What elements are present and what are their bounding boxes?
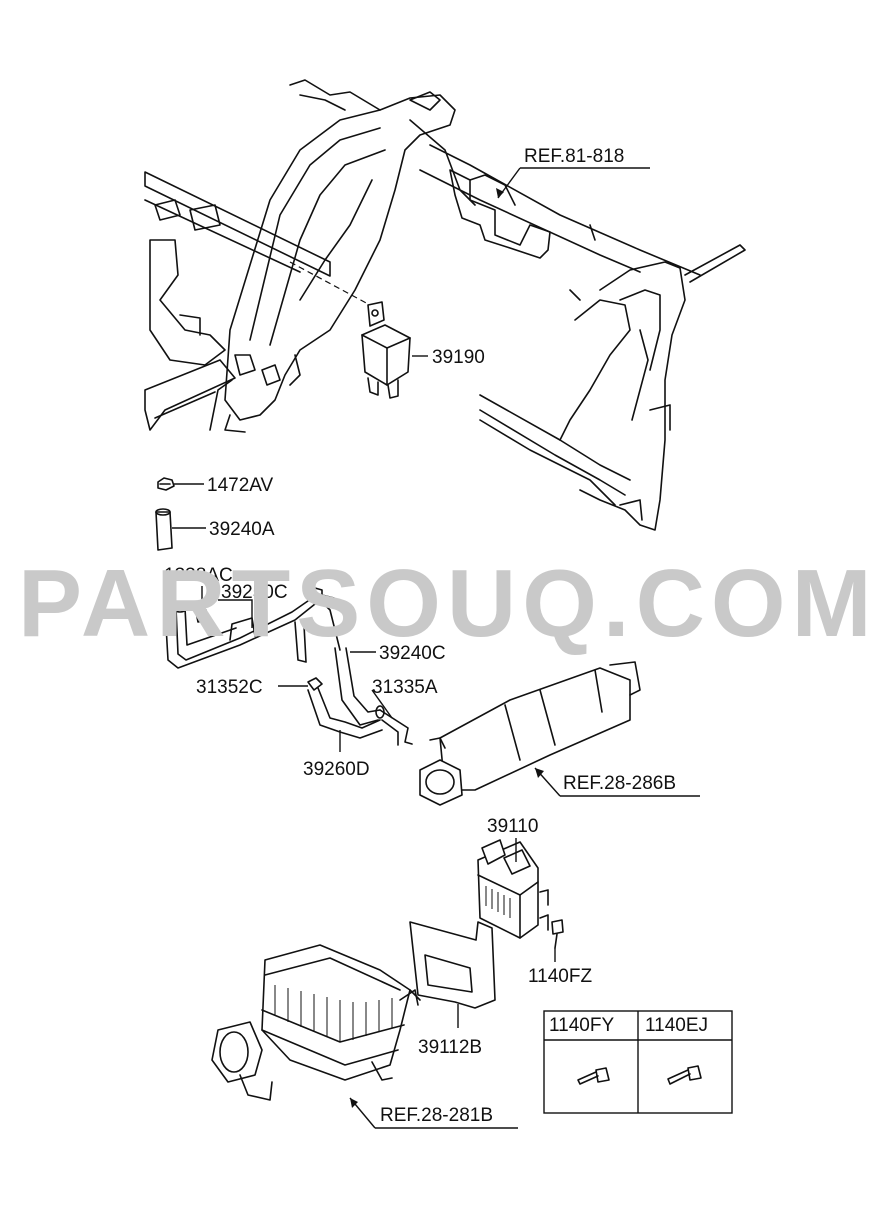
tube-39240A (155, 508, 173, 551)
label-31335A[interactable]: 31335A (372, 677, 438, 698)
bolt-table: 1140FY 1140EJ (543, 1010, 733, 1114)
clip-1472AV (157, 477, 175, 491)
bolt-1140FZ (551, 919, 564, 949)
catalytic-converter (419, 661, 641, 806)
labels: REF.81-818 39190 1472AV 39240A 1338AC 39… (164, 146, 676, 1126)
label-39110[interactable]: 39110 (487, 816, 538, 837)
air-cleaner (211, 944, 419, 1101)
front-frame-assembly (144, 79, 746, 531)
ecu-39110 (477, 839, 549, 939)
label-39250C[interactable]: 39250C (221, 582, 288, 603)
label-ref-81-818[interactable]: REF.81-818 (524, 146, 624, 167)
watermark: PARTSOUQ.COM (18, 550, 878, 657)
label-1140FZ[interactable]: 1140FZ (528, 966, 592, 987)
table-header-1140EJ[interactable]: 1140EJ (645, 1015, 708, 1036)
label-39240C[interactable]: 39240C (379, 643, 446, 664)
label-1472AV[interactable]: 1472AV (207, 475, 274, 496)
label-ref-28-286B[interactable]: REF.28-286B (563, 773, 676, 794)
table-header-1140FY[interactable]: 1140FY (549, 1015, 614, 1036)
label-39112B[interactable]: 39112B (418, 1037, 482, 1058)
label-39190[interactable]: 39190 (432, 347, 485, 368)
label-31352C[interactable]: 31352C (196, 677, 263, 698)
bolt-1140EJ (667, 1065, 702, 1085)
bolt-1140FY (577, 1067, 610, 1085)
relay-39190 (361, 301, 411, 399)
vacuum-hose-assembly (164, 587, 413, 746)
label-1338AC[interactable]: 1338AC (164, 565, 233, 586)
leader-lines (172, 167, 700, 1129)
bracket-39112B (409, 921, 496, 1009)
label-ref-28-281B[interactable]: REF.28-281B (380, 1105, 493, 1126)
label-39260D[interactable]: 39260D (303, 759, 370, 780)
label-39240A[interactable]: 39240A (209, 519, 275, 540)
